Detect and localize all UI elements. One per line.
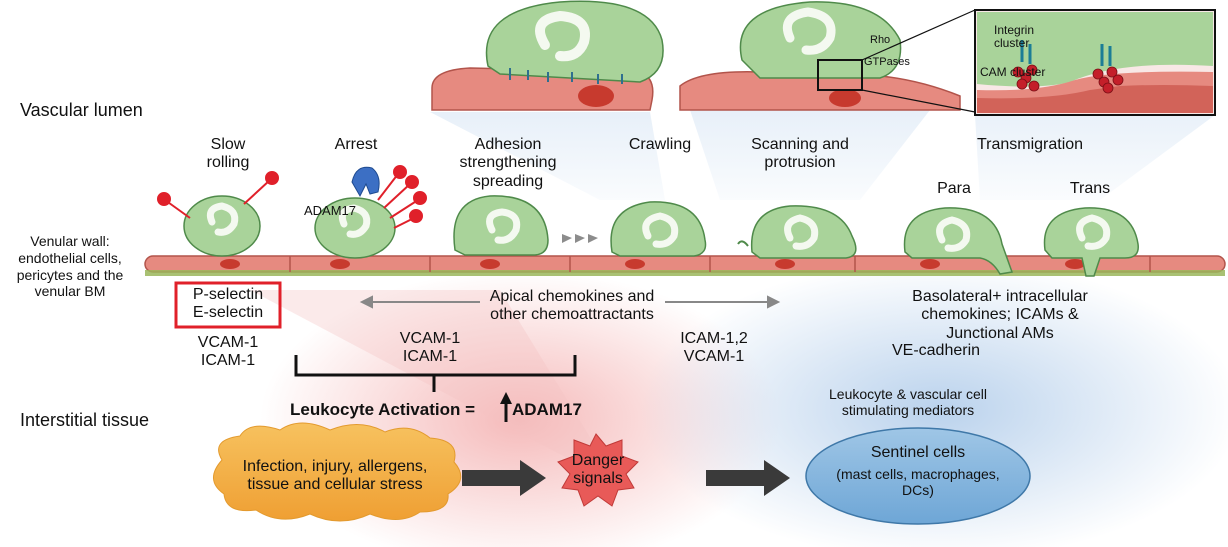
stage-arrest: Arrest	[334, 136, 378, 153]
beam-crawling	[430, 112, 665, 200]
leukocyte-crawling	[610, 201, 707, 257]
stage-para: Para	[937, 180, 971, 197]
leukocyte-arrest	[314, 165, 427, 259]
leukocyte-slow-rolling	[157, 171, 279, 257]
stage-adhesion: Adhesion strengthening spreading	[459, 136, 557, 190]
label-basolateral-chemokines: Basolateral+ intracellular chemokines; I…	[912, 288, 1088, 342]
integrin-cam-inset	[974, 9, 1216, 116]
magnified-crawling-panel	[431, 0, 664, 111]
label-vcam-icam-slow-rolling: VCAM-1 ICAM-1	[197, 334, 259, 370]
stage-trans: Trans	[1069, 180, 1111, 197]
leukocyte-para	[903, 207, 1014, 275]
label-rho: Rho	[870, 34, 891, 46]
sentinel-glow	[640, 260, 1228, 547]
sentinel-ellipse	[805, 427, 1031, 525]
label-sentinel-title: Sentinel cells	[870, 444, 966, 461]
stage-crawling: Crawling	[628, 136, 692, 153]
danger-star	[557, 433, 639, 507]
beam-inset	[975, 115, 1215, 200]
endothelial-layer	[144, 255, 1226, 276]
signal-cone	[250, 290, 610, 470]
arrow-danger-to-sentinel	[706, 460, 790, 496]
label-cam-cluster: CAM cluster	[980, 65, 1046, 79]
label-infection: Infection, injury, allergens, tissue and…	[242, 458, 428, 494]
label-vcam-icam-arrest: VCAM-1 ICAM-1	[399, 330, 461, 366]
label-activation-adam17: ADAM17	[512, 400, 582, 419]
infection-cloud	[213, 422, 462, 522]
label-gtpases: GTPases	[864, 56, 910, 68]
arrow-infection-to-danger	[462, 460, 546, 496]
label-sentinel-detail: (mast cells, macrophages, DCs)	[836, 466, 1000, 499]
selectin-highlight-box	[174, 281, 282, 329]
stage-scanning: Scanning and protrusion	[751, 136, 849, 172]
label-vascular-lumen: Vascular lumen	[20, 100, 143, 120]
label-integrin-cluster: Integrin cluster	[994, 23, 1035, 51]
label-icam-vcam-crawling: ICAM-1,2 VCAM-1	[680, 330, 748, 366]
magnified-scanning-panel	[679, 1, 976, 113]
stage-slow-rolling: Slow rolling	[206, 136, 250, 172]
label-interstitial-tissue: Interstitial tissue	[20, 410, 150, 430]
label-adam17: ADAM17	[304, 203, 357, 218]
label-mediators: Leukocyte & vascular cell stimulating me…	[829, 386, 987, 419]
beam-scanning	[690, 110, 930, 200]
leukocyte-scanning	[737, 205, 857, 259]
label-danger-signals: Danger signals	[571, 452, 625, 488]
label-ve-cadherin: VE-cadherin	[891, 342, 981, 359]
label-apical-chemokines: Apical chemokines and other chemoattract…	[489, 288, 655, 324]
leukocyte-adhesion	[453, 195, 598, 256]
label-venular-wall: Venular wall: endothelial cells, pericyt…	[16, 233, 124, 300]
label-selectins: P-selectin E-selectin	[192, 286, 264, 322]
label-leukocyte-activation: Leukocyte Activation =	[290, 400, 476, 419]
up-arrow-icon	[500, 392, 512, 422]
chemokine-arrows	[359, 295, 781, 309]
zoom-box	[817, 59, 863, 91]
stage-transmigration: Transmigration	[976, 136, 1084, 153]
leukocyte-trans	[1043, 207, 1139, 277]
